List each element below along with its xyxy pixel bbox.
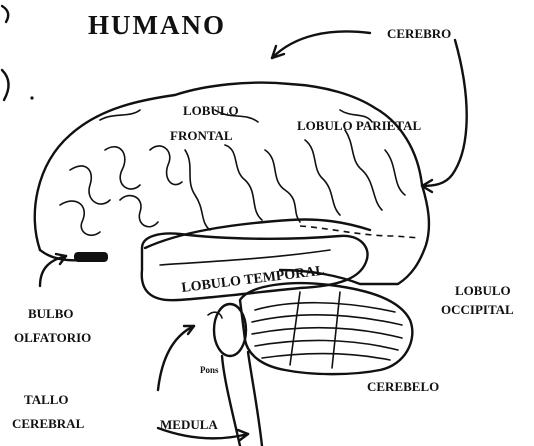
- arrow-occipital: [422, 40, 467, 186]
- olfactory-bulb-shape: [74, 252, 108, 262]
- temporal-sulcus: [160, 250, 330, 265]
- label-bulbo-olfatorio-2: OLFATORIO: [14, 330, 91, 345]
- label-cerebro: CEREBRO: [387, 26, 451, 41]
- edge-mark-middle: [2, 70, 9, 100]
- arrow-cerebro: [272, 31, 370, 58]
- arrow-tallo: [158, 326, 194, 390]
- cerebellum-folia: [252, 292, 402, 368]
- edge-mark-top: [2, 6, 8, 22]
- label-tallo-cerebral-1: TALLO: [24, 392, 69, 407]
- pons-shape: [214, 304, 246, 356]
- label-cerebelo: CEREBELO: [367, 379, 439, 394]
- label-bulbo-olfatorio-1: BULBO: [28, 306, 74, 321]
- title-humano: HUMANO: [88, 10, 226, 40]
- label-lobulo-occipital-2: OCCIPITAL: [441, 302, 514, 317]
- brainstem-right: [248, 352, 262, 446]
- label-lobulo-frontal-1: LOBULO: [183, 103, 239, 118]
- brainstem-left: [222, 356, 240, 446]
- label-pons: Pons: [200, 365, 219, 375]
- label-lobulo-occipital-1: LOBULO: [455, 283, 511, 298]
- edge-dot: [30, 96, 33, 99]
- cerebellum-outline: [240, 283, 412, 374]
- label-lobulo-frontal-2: FRONTAL: [170, 128, 233, 143]
- label-tallo-cerebral-2: CEREBRAL: [12, 416, 85, 431]
- label-medula: MEDULA: [160, 417, 218, 432]
- label-lobulo-parietal: LOBULO PARIETAL: [297, 118, 421, 133]
